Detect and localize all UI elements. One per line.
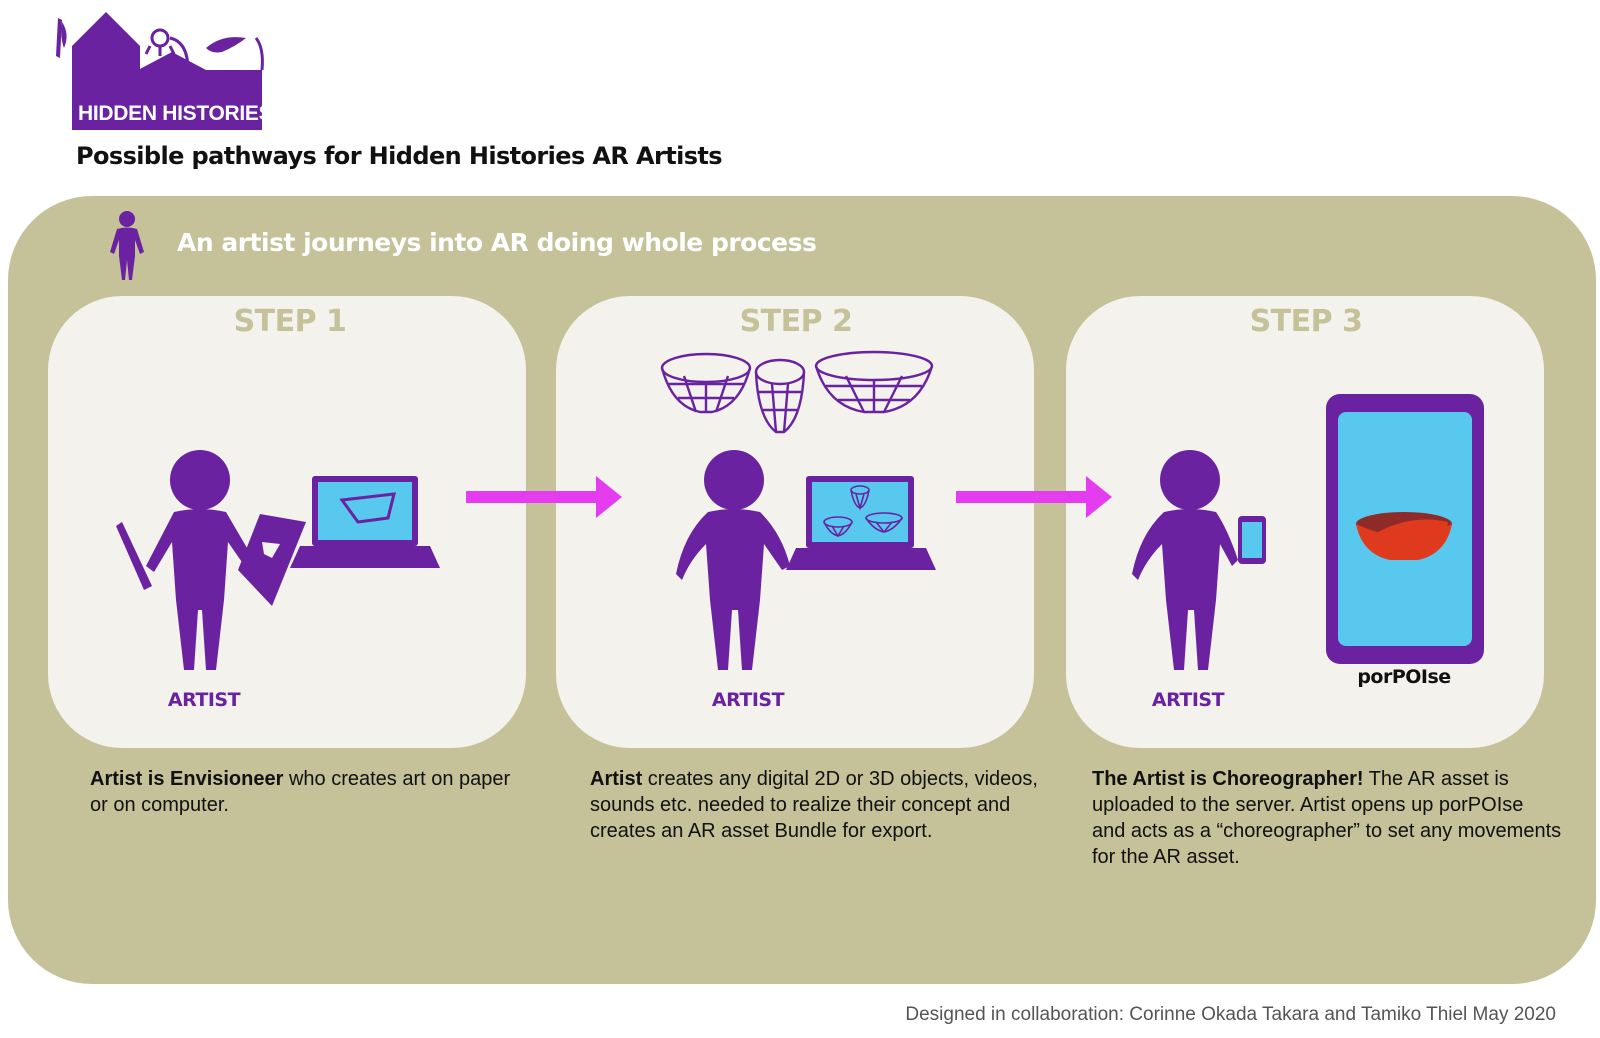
step-2-title: STEP 2 <box>739 304 853 339</box>
porpoise-label: porPOIse <box>1357 666 1451 688</box>
step-1-description: Artist is Envisioneer who creates art on… <box>90 766 530 818</box>
ar-bowl-icon <box>1356 512 1452 560</box>
artist-head <box>170 450 230 510</box>
arrow-step1-to-step2 <box>466 476 622 518</box>
step-1-title: STEP 1 <box>233 304 347 339</box>
porpoise-phone-illustration <box>1326 394 1484 664</box>
step-3-artist-label: ARTIST <box>1151 689 1225 711</box>
step-2-description: Artist creates any digital 2D or 3D obje… <box>590 766 1040 844</box>
step-3-desc-bold: The Artist is Choreographer! <box>1092 768 1364 790</box>
step-3-artist-illustration <box>1132 450 1266 670</box>
step-2-illustration <box>676 450 936 670</box>
step-2-desc-bold: Artist <box>590 768 643 790</box>
step-1-desc-bold: Artist is Envisioneer <box>90 768 284 790</box>
logo-text: HIDDEN HISTORIES <box>78 102 273 125</box>
step-1-desc-rest: who creates art on paper or on computer. <box>90 768 511 816</box>
hidden-histories-logo <box>56 12 264 130</box>
journey-heading: An artist journeys into AR doing whole p… <box>177 228 817 257</box>
step-3-desc-rest: The AR asset is uploaded to the server. … <box>1092 768 1562 868</box>
credits-text: Designed in collaboration: Corinne Okada… <box>905 1004 1556 1025</box>
arrow-step2-to-step3 <box>956 476 1112 518</box>
laptop-screen <box>318 482 412 540</box>
step-3-description: The Artist is Choreographer! The AR asse… <box>1092 766 1562 870</box>
step-2-card <box>556 296 1034 748</box>
step-3-title: STEP 3 <box>1249 304 1363 339</box>
step-2-artist-label: ARTIST <box>711 689 785 711</box>
step-1-illustration <box>116 450 440 670</box>
page-title: Possible pathways for Hidden Histories A… <box>76 142 723 170</box>
step-1-artist-label: ARTIST <box>167 689 241 711</box>
step-2-desc-rest: creates any digital 2D or 3D objects, vi… <box>590 768 1038 842</box>
3d-bowls-illustration <box>660 350 934 434</box>
person-icon <box>110 211 144 280</box>
laptop-screen <box>812 482 908 542</box>
